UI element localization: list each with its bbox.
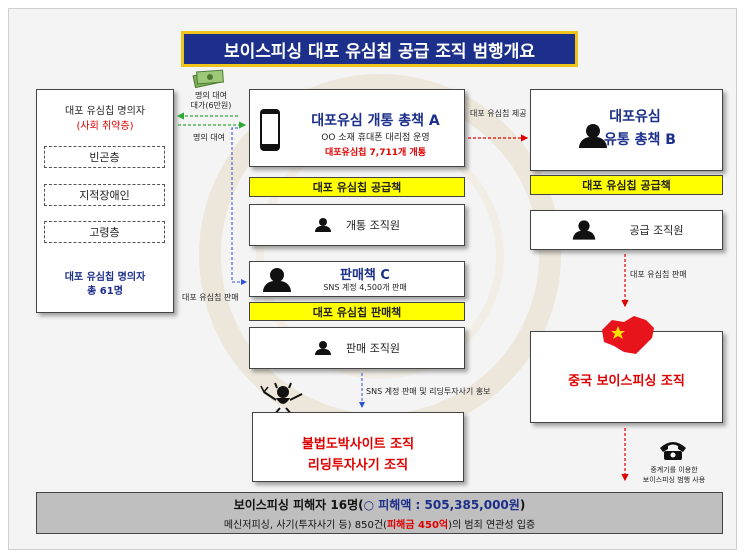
left-panel-heading: 대포 유심칩 명의자 bbox=[65, 106, 145, 117]
china-org-label: 중국 보이스피싱 조직 bbox=[568, 374, 685, 389]
boss-a-count: 대포유심칩 7,711개 개통 bbox=[325, 148, 426, 158]
money-icon bbox=[192, 69, 224, 88]
label-sim-sale-left: 대포 유심칩 판매 bbox=[182, 293, 239, 302]
person-icon-large bbox=[578, 124, 608, 148]
list-item-elderly: 고령층 bbox=[44, 221, 165, 243]
label-sim-sale-right: 대포 유심칩 판매 bbox=[630, 270, 687, 279]
boss-b-line1: 대포유심 bbox=[609, 109, 661, 125]
left-panel-total-line1: 대포 유심칩 명의자 bbox=[64, 272, 146, 283]
seller-c-title: 판매책 C bbox=[340, 268, 390, 283]
supply-bar-b: 대포 유심칩 공급책 bbox=[530, 175, 723, 195]
seller-c-subtitle: SNS 계정 4,500개 판매 bbox=[323, 283, 407, 292]
boss-a-box bbox=[249, 89, 465, 167]
sale-bar: 대포 유심칩 판매책 bbox=[249, 302, 465, 321]
label-name-lend-2: 대가(6만원) bbox=[190, 101, 232, 110]
supply-member-box: 공급 조직원 bbox=[530, 210, 723, 250]
boss-a-title: 대포유심 개통 총책 A bbox=[311, 113, 440, 129]
footer-damage-amount: ○ 피해액 : 505,385,000원 bbox=[363, 497, 520, 512]
label-relay-2: 보이스피싱 범행 사용 bbox=[642, 476, 706, 484]
left-panel-subheading: (사회 취약층) bbox=[76, 121, 134, 132]
boss-b-box bbox=[530, 89, 723, 171]
person-icon bbox=[572, 220, 596, 240]
label-sns-promo: SNS 계정 판매 및 리딩투자사기 홍보 bbox=[366, 387, 491, 396]
person-icon-large bbox=[262, 268, 292, 292]
devil-icon bbox=[260, 382, 303, 416]
china-map-icon bbox=[602, 316, 654, 354]
footer-line1-suffix: ) bbox=[519, 497, 526, 512]
list-item-poverty: 빈곤층 bbox=[44, 146, 165, 168]
footer-line2-prefix: 메신저피싱, 사기(투자사기 등) 850건( bbox=[223, 519, 387, 531]
illegal-org-box: 불법도박사이트 조직 리딩투자사기 조직 bbox=[252, 412, 464, 482]
footer-line1: 보이스피싱 피해자 16명(○ 피해액 : 505,385,000원) bbox=[234, 496, 526, 513]
person-icon bbox=[314, 218, 332, 232]
supply-member-label: 공급 조직원 bbox=[629, 224, 684, 237]
label-sim-supply: 대포 유심칩 제공 bbox=[470, 109, 527, 118]
left-panel-total-line2: 총 61명 bbox=[87, 286, 123, 297]
phone-icon bbox=[260, 109, 280, 151]
page-title: 보이스피싱 대포 유심칩 공급 조직 범행개요 bbox=[181, 31, 578, 67]
footer-line2-suffix: )의 범죄 연관성 입증 bbox=[448, 519, 536, 531]
list-item-disabled: 지적장애인 bbox=[44, 184, 165, 206]
opening-member-box: 개통 조직원 bbox=[249, 204, 465, 246]
label-name-lend-1: 명의 대여 bbox=[195, 91, 227, 100]
telephone-icon bbox=[660, 442, 686, 460]
boss-b-line2: 유통 총책 B bbox=[604, 132, 676, 148]
supply-bar-a: 대포 유심칩 공급책 bbox=[249, 177, 465, 197]
sales-member-label: 판매 조직원 bbox=[345, 342, 401, 355]
opening-member-label: 개통 조직원 bbox=[345, 219, 401, 232]
person-icon bbox=[314, 341, 332, 355]
illegal-org-line2: 리딩투자사기 조직 bbox=[307, 458, 409, 473]
footer-damage-total: 피해금 450억 bbox=[386, 519, 449, 531]
illegal-org-line1: 불법도박사이트 조직 bbox=[301, 437, 415, 452]
label-name-lend: 명의 대여 bbox=[193, 133, 225, 142]
arrow-sim-sale-left bbox=[231, 127, 247, 285]
boss-a-subtitle: OO 소재 휴대폰 대리점 운영 bbox=[321, 133, 430, 143]
footer-line1-prefix: 보이스피싱 피해자 16명( bbox=[233, 497, 364, 512]
label-relay-1: 중계기를 이용한 bbox=[650, 466, 698, 474]
footer-line2: 메신저피싱, 사기(투자사기 등) 850건(피해금 450억)의 범죄 연관성… bbox=[224, 516, 535, 531]
sales-member-box: 판매 조직원 bbox=[249, 327, 465, 369]
footer-summary: 보이스피싱 피해자 16명(○ 피해액 : 505,385,000원) 메신저피… bbox=[36, 492, 723, 534]
